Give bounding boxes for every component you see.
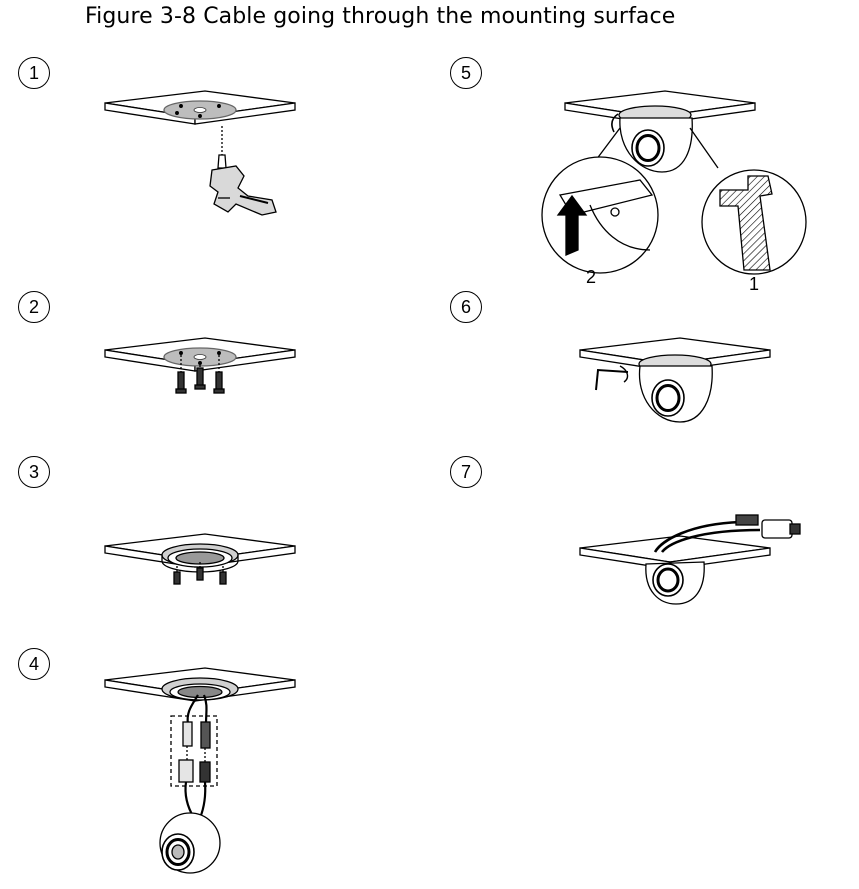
step2-illustration <box>104 337 296 394</box>
step-number-3: 3 <box>18 456 50 488</box>
step-number-4: 4 <box>18 648 50 680</box>
step-number-7: 7 <box>450 456 482 488</box>
step-number-1: 1 <box>18 57 50 89</box>
step3-illustration <box>104 533 296 585</box>
step7-illustration <box>579 514 801 605</box>
step-number-5: 5 <box>450 57 482 89</box>
step5-illustration <box>541 90 807 275</box>
callout-1: 1 <box>749 274 759 294</box>
callout-2: 2 <box>586 267 596 287</box>
step1-illustration <box>104 90 296 216</box>
step-number-6: 6 <box>450 291 482 323</box>
step6-illustration <box>579 337 771 423</box>
figure-caption: Figure 3-8 Cable going through the mount… <box>85 4 676 29</box>
step4-illustration <box>104 667 296 874</box>
step-number-2: 2 <box>18 291 50 323</box>
